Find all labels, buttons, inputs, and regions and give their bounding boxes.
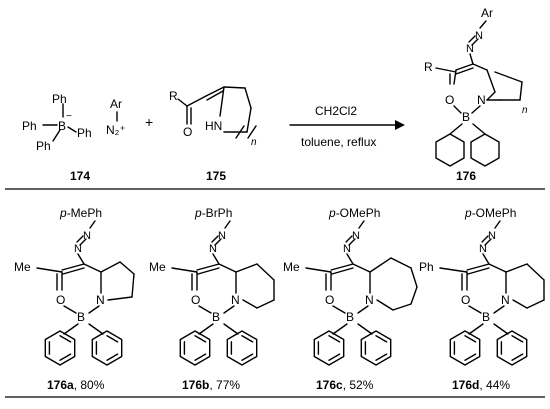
compound-176-label: 176	[456, 169, 476, 183]
example-aryl-label: p-OMePh	[464, 206, 516, 220]
example-boron-label: B	[77, 310, 85, 324]
example-boron-label: B	[346, 310, 354, 324]
example-substituent-label: Me	[149, 260, 166, 274]
example-n1-label: N	[83, 230, 91, 242]
example-oxygen-label: O	[461, 293, 470, 307]
oxygen-label: O	[183, 125, 192, 139]
aryl-label: Ar	[110, 97, 122, 111]
phenyl-ring-left	[449, 330, 481, 366]
example-yield-label: 176a, 80%	[47, 378, 105, 392]
example-nitrogen-label: N	[96, 293, 105, 307]
example-oxygen-label: O	[325, 293, 334, 307]
product-r-label: R	[424, 60, 433, 74]
product-176-structure: Ar N N R O N B n	[424, 6, 528, 167]
example-nitrogen-label: N	[231, 293, 240, 307]
example-aryl-label: p-BrPh	[194, 206, 232, 220]
example-yield-label: 176d, 44%	[452, 378, 510, 392]
example-n2-label: N	[209, 243, 217, 255]
phenyl-ring-right	[496, 330, 528, 366]
reagent-175-structure: R O HN n	[169, 86, 257, 148]
example-substituent-label: Me	[283, 260, 300, 274]
solvent-label: CH2Cl2	[315, 104, 357, 118]
phenyl-top-label: Ph	[52, 92, 67, 106]
compound-174-label: 174	[70, 169, 90, 183]
product-ring-size-label: n	[522, 105, 528, 116]
reagent-174-structure: Ph Ph B − Ph Ph Ar N₂⁺	[22, 92, 126, 153]
example-aryl-label: p-OMePh	[328, 206, 380, 220]
phenyl-ring-left	[179, 330, 211, 366]
example-n2-label: N	[343, 243, 351, 255]
product-nitrogen-label: N	[477, 93, 486, 107]
phenyl-bottom-label: Ph	[36, 139, 51, 153]
phenyl-ring-right	[226, 330, 258, 366]
phenyl-ring-right	[360, 330, 392, 366]
boron-label: B	[58, 119, 66, 133]
phenyl-ring-left	[313, 330, 345, 366]
example-oxygen-label: O	[56, 293, 65, 307]
example-n2-label: N	[74, 243, 82, 255]
example-n1-label: N	[218, 230, 226, 242]
reaction-arrow	[289, 120, 405, 130]
phenyl-left-label: Ph	[22, 119, 37, 133]
example-yield-label: 176c, 52%	[316, 378, 374, 392]
plus-sign: +	[145, 114, 153, 130]
diazonium-label: N₂⁺	[106, 123, 126, 137]
compound-175-label: 175	[206, 169, 226, 183]
example-boron-label: B	[212, 310, 220, 324]
phenyl-ring-left	[44, 330, 76, 366]
example-yield-label: 176b, 77%	[182, 378, 240, 392]
example-aryl-label: p-MePh	[59, 206, 102, 220]
boron-charge-label: −	[66, 111, 72, 122]
example-boron-label: B	[482, 310, 490, 324]
phenyl-ring-right	[91, 330, 123, 366]
example-n1-label: N	[352, 230, 360, 242]
product-boron-label: B	[462, 110, 470, 124]
example-nitrogen-label: N	[365, 293, 374, 307]
ring-size-label: n	[251, 137, 257, 148]
product-oxygen-label: O	[445, 93, 454, 107]
example-nitrogen-label: N	[501, 293, 510, 307]
nh-label: HN	[205, 119, 222, 133]
example-substituent-label: Ph	[419, 260, 434, 274]
example-n2-label: N	[479, 243, 487, 255]
product-n2-label: N	[466, 43, 474, 55]
conditions-label: toluene, reflux	[301, 135, 376, 149]
product-aryl-label: Ar	[481, 6, 493, 20]
phenyl-right-label: Ph	[77, 126, 92, 140]
example-n1-label: N	[488, 230, 496, 242]
r-label: R	[169, 89, 178, 103]
product-n1-label: N	[475, 30, 483, 42]
example-oxygen-label: O	[191, 293, 200, 307]
example-substituent-label: Me	[14, 260, 31, 274]
